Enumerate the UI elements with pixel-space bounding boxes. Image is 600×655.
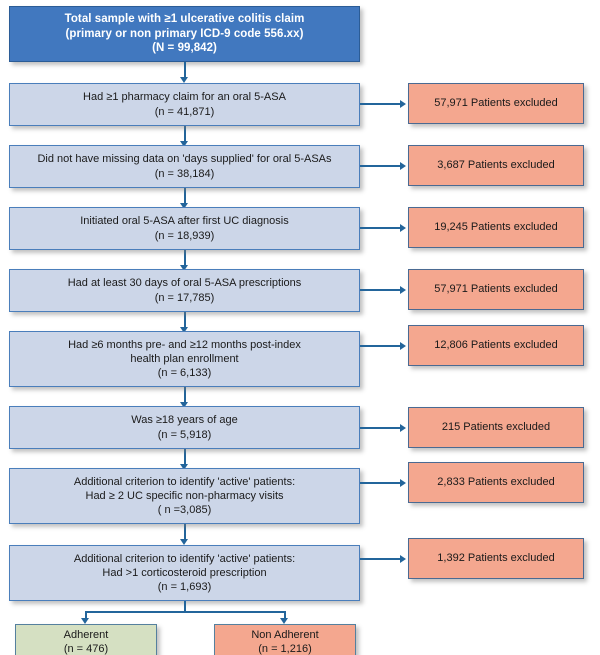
step-4-line-2: (n = 17,785) [154,291,215,304]
branch-left-drop [85,611,87,620]
flow-node-non-adherent: Non Adherent (n = 1,216) [214,624,356,655]
connector-vline-0 [184,62,186,79]
adherent-line-2: (n = 476) [63,643,109,655]
flow-node-excluded-4: 57,971 Patients excluded [408,269,584,310]
flow-node-step-6: Was ≥18 years of age (n = 5,918) [9,406,360,449]
connector-arrow-3 [180,265,188,271]
excl-connector-arrow-1 [400,99,406,108]
step-2-line-2: (n = 38,184) [154,167,215,180]
connector-vline-7 [184,524,186,541]
excl-connector-arrow-2 [400,161,406,170]
step-7-line-2: Had ≥ 2 UC specific non-pharmacy visits [85,489,284,502]
connector-vline-2 [184,188,186,205]
step-6-line-1: Was ≥18 years of age [131,414,238,427]
connector-arrow-1 [180,141,188,147]
total-sample-line-1: Total sample with ≥1 ulcerative colitis … [64,12,305,25]
flow-node-total-sample: Total sample with ≥1 ulcerative colitis … [9,6,360,62]
flow-node-step-5: Had ≥6 months pre- and ≥12 months post-i… [9,331,360,387]
non-adherent-line-1: Non Adherent [251,628,319,641]
excl-connector-line-2 [360,165,402,167]
total-sample-line-3: (N = 99,842) [152,42,217,55]
excl-connector-line-4 [360,289,402,291]
flow-node-excluded-8: 1,392 Patients excluded [408,538,584,579]
step-4-line-1: Had at least 30 days of oral 5-ASA presc… [67,277,302,290]
flow-node-adherent: Adherent (n = 476) [15,624,157,655]
flow-node-excluded-3: 19,245 Patients excluded [408,207,584,248]
step-3-line-1: Initiated oral 5-ASA after first UC diag… [80,215,289,228]
flow-node-step-7: Additional criterion to identify 'active… [9,468,360,524]
excluded-2-label: 3,687 Patients excluded [437,159,555,172]
connector-arrow-4 [180,327,188,333]
excl-connector-arrow-3 [400,223,406,232]
excl-connector-arrow-6 [400,423,406,432]
excl-connector-line-8 [360,558,402,560]
step-5-line-3: (n = 6,133) [157,367,212,380]
excl-connector-line-5 [360,345,402,347]
connector-arrow-0 [180,77,188,83]
connector-arrow-5 [180,402,188,408]
flow-node-step-4: Had at least 30 days of oral 5-ASA presc… [9,269,360,312]
step-5-line-2: health plan enrollment [130,352,239,365]
connector-vline-4 [184,312,186,329]
step-1-line-2: (n = 41,871) [154,105,215,118]
connector-arrow-2 [180,203,188,209]
connector-vline-3 [184,250,186,267]
excl-connector-line-7 [360,482,402,484]
step-7-line-1: Additional criterion to identify 'active… [73,475,296,488]
step-1-line-1: Had ≥1 pharmacy claim for an oral 5-ASA [83,91,286,104]
connector-arrow-6 [180,464,188,470]
excluded-7-label: 2,833 Patients excluded [437,476,555,489]
excl-connector-arrow-4 [400,285,406,294]
branch-right-drop [284,611,286,620]
excl-connector-line-1 [360,103,402,105]
excluded-3-label: 19,245 Patients excluded [434,221,558,234]
flow-node-excluded-2: 3,687 Patients excluded [408,145,584,186]
connector-arrow-7 [180,539,188,545]
flow-node-step-8: Additional criterion to identify 'active… [9,545,360,601]
excluded-1-label: 57,971 Patients excluded [434,97,558,110]
branch-crossbar [85,611,286,613]
excluded-4-label: 57,971 Patients excluded [434,283,558,296]
excluded-6-label: 215 Patients excluded [441,421,551,434]
flow-node-step-3: Initiated oral 5-ASA after first UC diag… [9,207,360,250]
branch-left-arrow [81,618,89,624]
excl-connector-line-6 [360,427,402,429]
flow-node-step-2: Did not have missing data on 'days suppl… [9,145,360,188]
adherent-line-1: Adherent [63,628,109,641]
step-6-line-2: (n = 5,918) [157,428,212,441]
flow-node-step-1: Had ≥1 pharmacy claim for an oral 5-ASA … [9,83,360,126]
connector-vline-6 [184,449,186,466]
excluded-8-label: 1,392 Patients excluded [437,552,555,565]
step-8-line-2: Had >1 corticosteroid prescription [102,566,267,579]
branch-stem [184,601,186,612]
step-2-line-1: Did not have missing data on 'days suppl… [37,153,332,166]
flow-node-excluded-5: 12,806 Patients excluded [408,325,584,366]
step-5-line-1: Had ≥6 months pre- and ≥12 months post-i… [68,338,301,351]
step-8-line-1: Additional criterion to identify 'active… [73,552,296,565]
step-8-line-3: (n = 1,693) [157,581,212,594]
branch-right-arrow [280,618,288,624]
connector-vline-5 [184,387,186,404]
step-3-line-2: (n = 18,939) [154,229,215,242]
flow-node-excluded-6: 215 Patients excluded [408,407,584,448]
total-sample-line-2: (primary or non primary ICD-9 code 556.x… [65,27,304,40]
connector-vline-1 [184,126,186,143]
flow-node-excluded-7: 2,833 Patients excluded [408,462,584,503]
excl-connector-line-3 [360,227,402,229]
excl-connector-arrow-5 [400,341,406,350]
excl-connector-arrow-7 [400,478,406,487]
step-7-line-3: ( n =3,085) [157,504,212,517]
excluded-5-label: 12,806 Patients excluded [434,339,558,352]
excl-connector-arrow-8 [400,554,406,563]
flow-node-excluded-1: 57,971 Patients excluded [408,83,584,124]
non-adherent-line-2: (n = 1,216) [258,643,312,655]
